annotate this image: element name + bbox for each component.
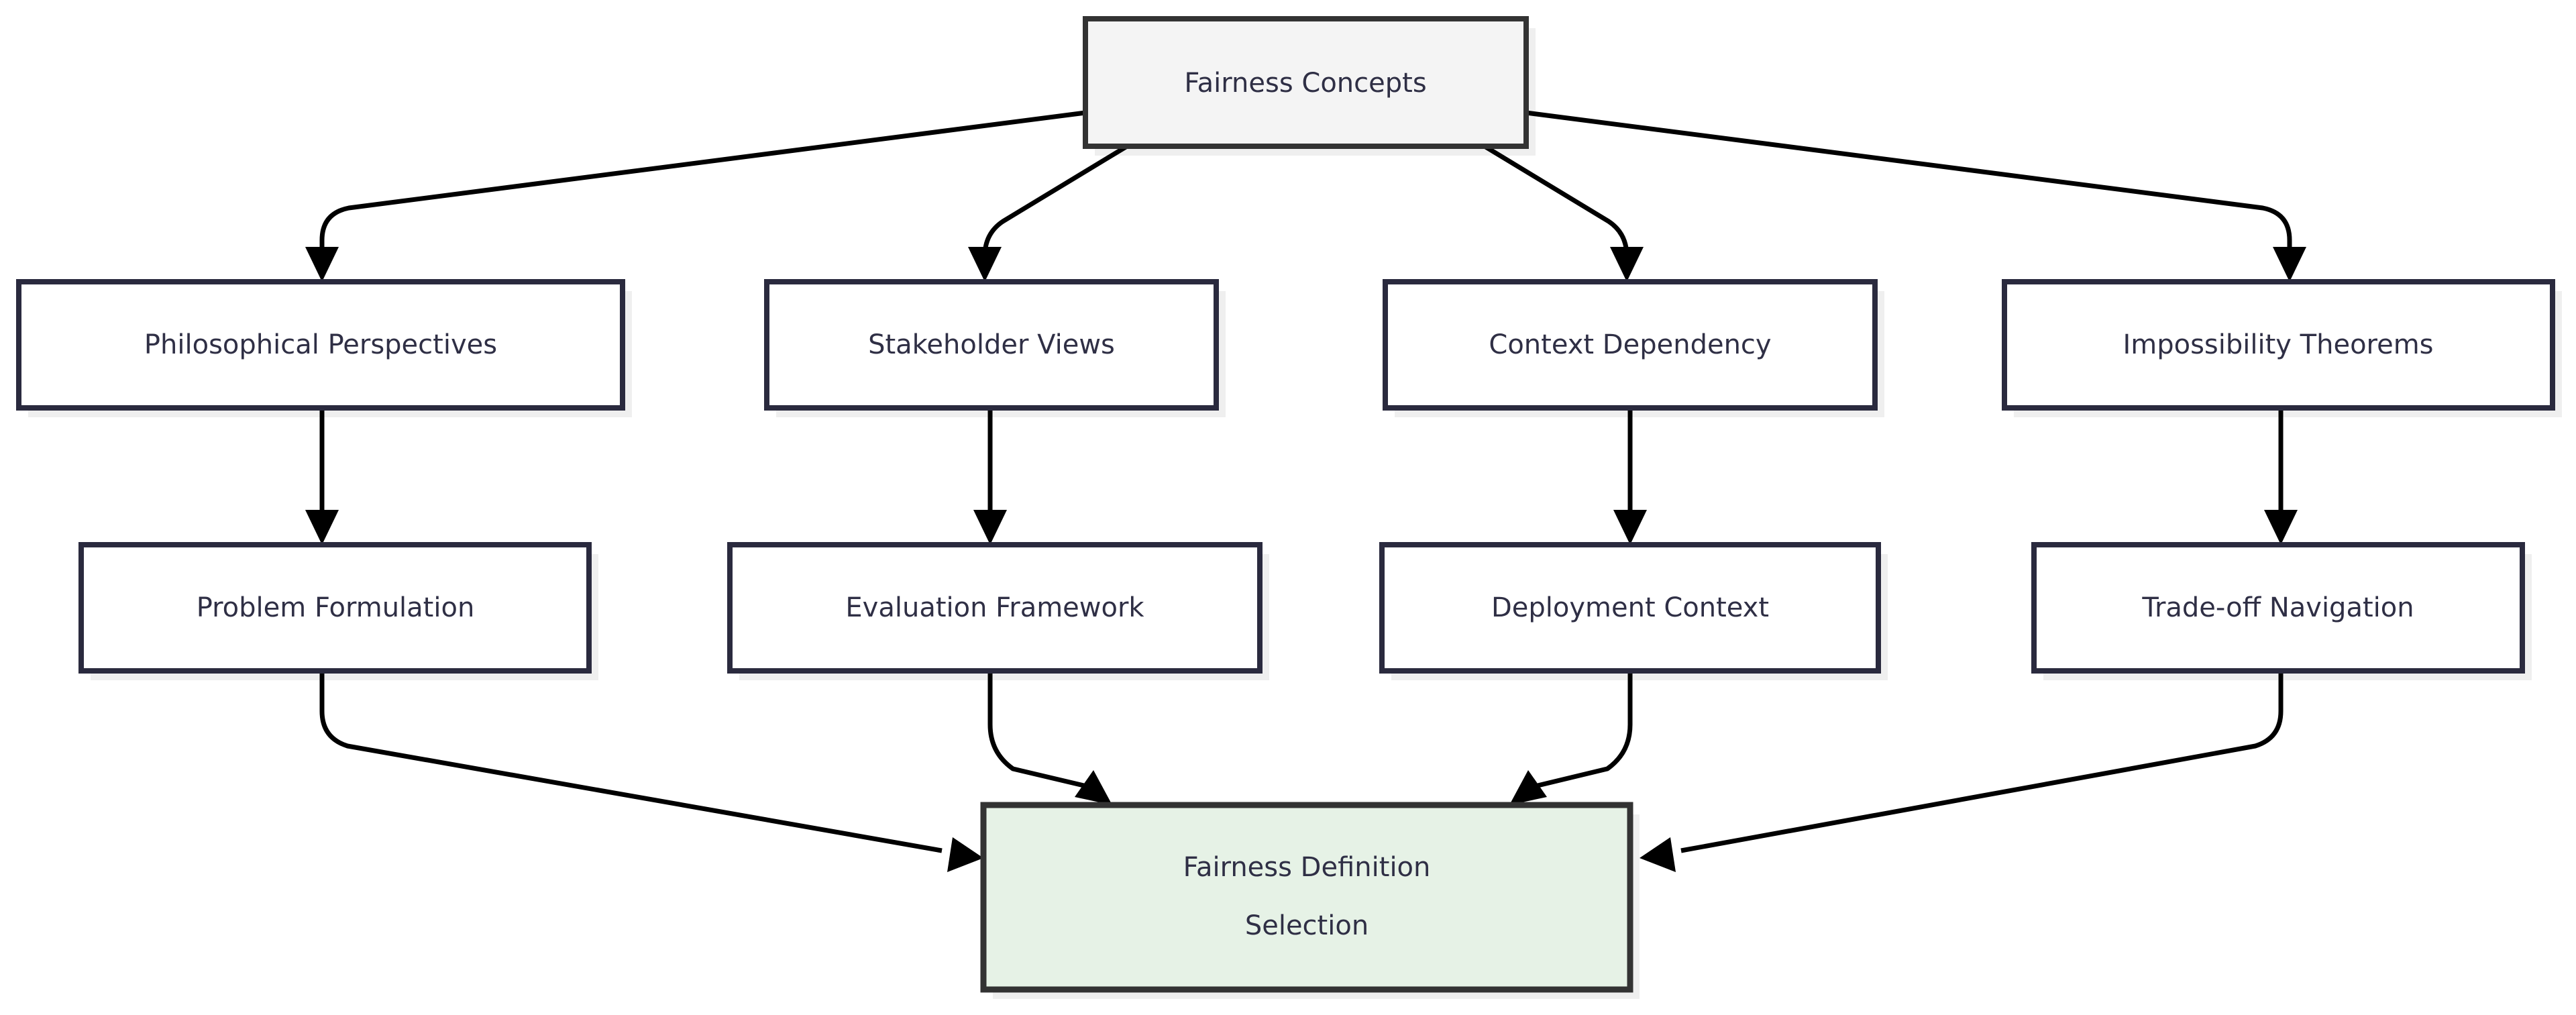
edges-row3-to-result [319, 671, 2284, 872]
arrowhead-root-to-context-dependency [1610, 247, 1644, 282]
node-evaluation-framework-box[interactable] [727, 542, 1263, 674]
node-deployment-context[interactable]: Deployment Context [1379, 542, 1881, 674]
node-evaluation-framework-label: Evaluation Framework [845, 592, 1144, 623]
arrowhead-root-to-philosophical-perspectives [305, 247, 339, 282]
arrowhead-trade-off-navigation-to-fairness-definition-selection [1640, 837, 1676, 872]
node-philosophical-perspectives[interactable]: Philosophical Perspectives [16, 279, 625, 411]
edge-trade-off-navigation-to-fairness-definition-selection [1680, 671, 2284, 853]
node-evaluation-framework[interactable]: Evaluation Framework [727, 542, 1263, 674]
node-impossibility-theorems[interactable]: Impossibility Theorems [2002, 279, 2555, 411]
edge-root-to-impossibility-theorems [1525, 110, 2292, 263]
node-philosophical-perspectives-label: Philosophical Perspectives [144, 329, 497, 360]
node-problem-formulation-box[interactable] [78, 542, 592, 674]
node-fairness-concepts[interactable]: Fairness Concepts [1083, 16, 1529, 149]
node-deployment-context-box[interactable] [1379, 542, 1881, 674]
arrowhead-stakeholder-views-to-evaluation-framework [973, 510, 1007, 545]
node-context-dependency-box[interactable] [1383, 279, 1878, 411]
arrowhead-philosophical-perspectives-to-problem-formulation [305, 510, 339, 545]
node-problem-formulation-label: Problem Formulation [197, 592, 475, 623]
node-trade-off-navigation-box[interactable] [2031, 542, 2525, 674]
node-trade-off-navigation[interactable]: Trade-off Navigation [2031, 542, 2525, 674]
edge-evaluation-framework-to-fairness-definition-selection [987, 671, 1087, 789]
arrowhead-impossibility-theorems-to-trade-off-navigation [2264, 510, 2298, 545]
node-context-dependency[interactable]: Context Dependency [1383, 279, 1878, 411]
edge-deployment-context-to-fairness-definition-selection [1534, 671, 1633, 789]
node-context-dependency-label: Context Dependency [1489, 329, 1771, 360]
edge-root-to-philosophical-perspectives [319, 110, 1086, 263]
node-trade-off-navigation-label: Trade-off Navigation [2141, 592, 2414, 623]
node-stakeholder-views[interactable]: Stakeholder Views [764, 279, 1219, 411]
arrowhead-context-dependency-to-deployment-context [1613, 510, 1647, 545]
edge-problem-formulation-to-fairness-definition-selection [319, 671, 943, 853]
arrowhead-deployment-context-to-fairness-definition-selection [1509, 770, 1547, 805]
node-impossibility-theorems-label: Impossibility Theorems [2123, 329, 2433, 360]
arrowhead-evaluation-framework-to-fairness-definition-selection [1075, 770, 1112, 805]
node-fairness-concepts-box[interactable] [1083, 16, 1529, 149]
edges-root-to-row2 [305, 110, 2306, 282]
node-fairness-definition-selection-label-line1: Fairness Definition [1183, 852, 1431, 883]
node-fairness-definition-selection-box[interactable] [980, 802, 1633, 993]
arrowhead-problem-formulation-to-fairness-definition-selection [947, 837, 983, 872]
node-stakeholder-views-box[interactable] [764, 279, 1219, 411]
node-fairness-concepts-label: Fairness Concepts [1184, 68, 1426, 99]
node-problem-formulation[interactable]: Problem Formulation [78, 542, 592, 674]
node-deployment-context-label: Deployment Context [1491, 592, 1769, 623]
arrowhead-root-to-stakeholder-views [968, 247, 1002, 282]
node-impossibility-theorems-box[interactable] [2002, 279, 2555, 411]
edges-row2-to-row3 [305, 408, 2298, 545]
node-stakeholder-views-label: Stakeholder Views [868, 329, 1115, 360]
node-fairness-definition-selection-label-line2: Selection [1245, 910, 1368, 941]
edge-root-to-context-dependency [1483, 144, 1629, 263]
edge-root-to-stakeholder-views [982, 144, 1128, 263]
node-fairness-definition-selection[interactable]: Fairness Definition Selection [980, 802, 1633, 993]
arrowhead-root-to-impossibility-theorems [2273, 247, 2306, 282]
node-philosophical-perspectives-box[interactable] [16, 279, 625, 411]
